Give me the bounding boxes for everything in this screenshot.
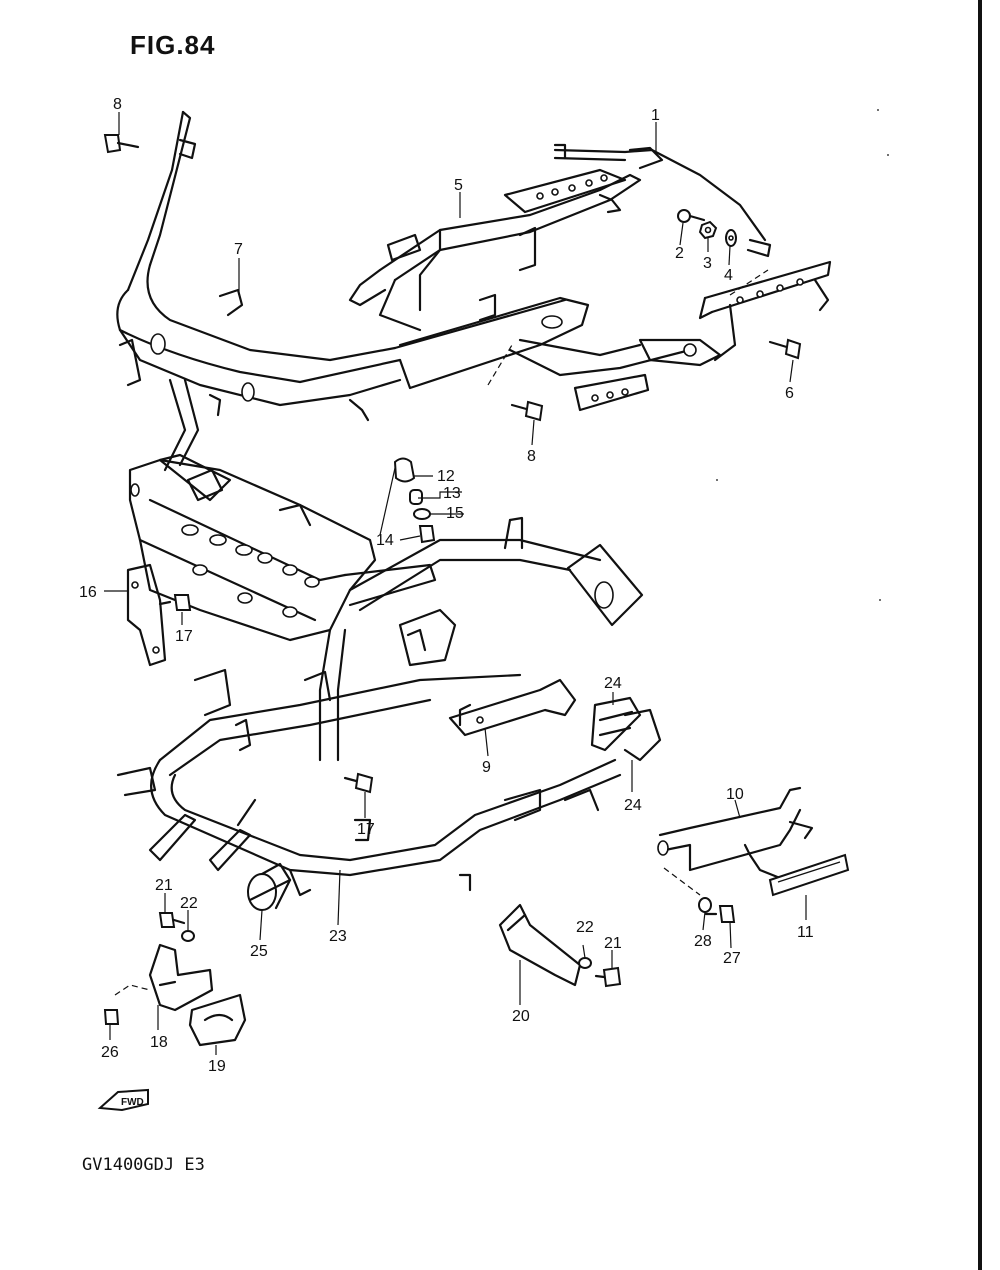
model-code: GV1400GDJ E3 — [82, 1155, 205, 1175]
callout-3: 3 — [703, 255, 712, 272]
cushion-pad-11 — [768, 853, 850, 897]
clamp-bracket-18 — [148, 943, 214, 1012]
assembly-line — [663, 867, 701, 896]
assembly-line — [729, 269, 769, 296]
callout-12: 12 — [437, 468, 455, 485]
leader-lines — [104, 112, 807, 1055]
figure-title: FIG.84 — [130, 30, 216, 60]
callout-5: 5 — [454, 177, 463, 194]
bolt-14 — [418, 525, 436, 544]
callout-14: 14 — [376, 532, 394, 549]
callout-10: 10 — [726, 786, 744, 803]
bolt-26 — [103, 1009, 120, 1025]
callout-1: 1 — [651, 107, 660, 124]
callout-22-left: 22 — [180, 895, 198, 912]
callout-13: 13 — [443, 485, 461, 502]
callout-19: 19 — [208, 1058, 226, 1075]
callout-7: 7 — [234, 241, 243, 258]
callout-27: 27 — [723, 950, 741, 967]
callout-18: 18 — [150, 1034, 168, 1051]
callout-8-upper: 8 — [113, 96, 122, 113]
callout-21-right: 21 — [604, 935, 622, 952]
washer-28 — [698, 897, 712, 913]
callout-15: 15 — [446, 505, 464, 522]
bracket-9 — [448, 678, 577, 737]
bracket-10 — [657, 786, 814, 880]
callout-23: 23 — [329, 928, 347, 945]
rear-luggage-rail — [508, 143, 832, 412]
callout-17-upper: 17 — [175, 628, 193, 645]
bolt-17-lower — [343, 772, 374, 794]
callout-6: 6 — [785, 385, 794, 402]
seat-rail-frame — [348, 168, 642, 332]
upper-fairing-bracket — [116, 110, 590, 422]
callout-11: 11 — [797, 924, 814, 941]
page-edge-border — [978, 0, 1000, 1270]
lower-frame-23 — [116, 668, 622, 897]
bolt-21-right — [594, 966, 622, 988]
callout-9: 9 — [482, 759, 491, 776]
callout-26: 26 — [101, 1044, 119, 1061]
exploded-parts-diagram: FWD — [79, 96, 889, 1112]
bolt-27 — [704, 905, 736, 923]
callout-16: 16 — [79, 584, 97, 601]
nut-3 — [698, 220, 718, 240]
clamp-19 — [188, 993, 247, 1047]
plug-cap-25 — [247, 862, 292, 911]
frame-down-tubes — [163, 378, 644, 762]
callout-2: 2 — [675, 245, 684, 262]
callout-22-right: 22 — [576, 919, 594, 936]
callout-labels: 1 2 3 4 5 6 7 8 8 9 10 11 12 13 14 15 16… — [79, 96, 814, 1075]
bolt-21-left — [158, 912, 186, 928]
callout-25: 25 — [250, 943, 268, 960]
washer-22-left — [181, 930, 195, 942]
callout-24-upper: 24 — [604, 675, 622, 692]
bolt-8-lower — [510, 400, 544, 422]
fwd-arrow-icon: FWD — [97, 1088, 149, 1112]
fwd-label: FWD — [121, 1097, 144, 1108]
callout-17-lower: 17 — [357, 821, 375, 838]
callout-24-lower: 24 — [624, 797, 642, 814]
rubber-cushion-12 — [393, 457, 416, 483]
callout-4: 4 — [724, 267, 733, 284]
washer-22-right — [578, 957, 592, 969]
bolt-17-upper — [158, 594, 192, 611]
washer-4 — [725, 229, 737, 247]
bolt-8-upper — [103, 134, 140, 154]
spacer-13 — [409, 489, 423, 505]
front-frame-crossmember — [128, 453, 377, 642]
stay-20 — [498, 903, 582, 987]
callout-28: 28 — [694, 933, 712, 950]
callout-8-lower: 8 — [527, 448, 536, 465]
callout-21-left: 21 — [155, 877, 173, 894]
callout-20: 20 — [512, 1008, 530, 1025]
assembly-line — [487, 344, 513, 386]
side-bracket-16 — [126, 563, 167, 667]
washer-15 — [413, 508, 431, 520]
assembly-line — [114, 984, 151, 996]
scan-specks — [716, 109, 889, 601]
bolt-2 — [677, 209, 706, 223]
mount-rubber-24 — [590, 696, 662, 762]
bolt-6 — [768, 338, 802, 360]
